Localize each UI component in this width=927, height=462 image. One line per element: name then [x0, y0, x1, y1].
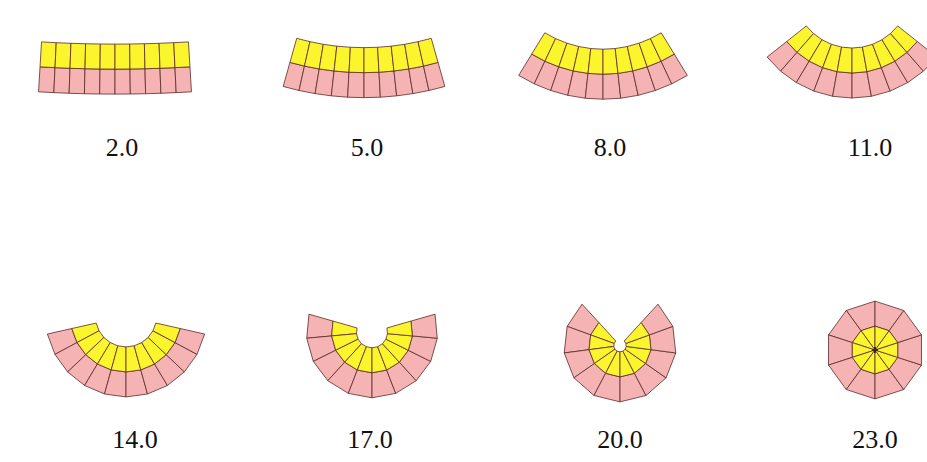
- apical-cell: [115, 44, 130, 69]
- time-label: 23.0: [852, 427, 898, 453]
- cell-sheet: [519, 33, 688, 99]
- apical-cell: [40, 42, 56, 68]
- apical-cell: [418, 38, 438, 66]
- basal-cell: [175, 67, 191, 93]
- apical-cell: [387, 321, 412, 336]
- apical-cell: [357, 347, 372, 373]
- basal-cell: [84, 69, 100, 94]
- apical-cell: [861, 351, 875, 374]
- apical-cell: [130, 44, 145, 69]
- apical-cell: [159, 43, 175, 69]
- time-label: 2.0: [106, 135, 139, 161]
- time-label: 17.0: [347, 427, 393, 453]
- cell-sheet: [564, 304, 676, 402]
- basal-cell: [833, 72, 852, 98]
- time-label: 20.0: [597, 427, 643, 453]
- apical-cell: [111, 346, 126, 372]
- basal-cell: [115, 69, 130, 94]
- basal-cell: [846, 369, 875, 399]
- basal-cell: [100, 69, 115, 94]
- basal-cell: [646, 350, 676, 378]
- basal-cell: [564, 326, 590, 353]
- basal-cell: [585, 73, 603, 99]
- apical-cell: [349, 47, 364, 72]
- apical-cell: [837, 47, 852, 73]
- basal-cell: [307, 314, 333, 338]
- time-label: 8.0: [594, 135, 627, 161]
- basal-cell: [424, 62, 445, 90]
- apical-cell: [144, 43, 160, 68]
- apical-cell: [70, 43, 86, 68]
- basal-cell: [105, 370, 126, 397]
- time-label: 5.0: [351, 135, 384, 161]
- apical-cell: [650, 33, 674, 61]
- apical-cell: [386, 334, 412, 351]
- apical-cell: [364, 47, 379, 72]
- apical-cell: [890, 26, 917, 52]
- cell-sheet: [829, 301, 922, 399]
- basal-cell: [130, 69, 146, 94]
- apical-cell: [875, 326, 889, 349]
- cell-sheet: [283, 38, 445, 97]
- cell-sheet: [39, 42, 192, 94]
- cell-sheet: [47, 323, 204, 397]
- basal-cell: [315, 69, 334, 96]
- basal-cell: [408, 336, 437, 361]
- time-label: 14.0: [112, 427, 158, 453]
- cell-sheet: [767, 26, 927, 98]
- basal-cell: [160, 68, 176, 94]
- time-label: 11.0: [848, 135, 893, 161]
- apical-cell: [606, 351, 620, 377]
- apical-cell: [100, 44, 115, 69]
- basal-cell: [568, 71, 588, 98]
- centre-mark: [872, 347, 878, 353]
- apical-cell: [624, 323, 649, 344]
- basal-cell: [875, 301, 904, 331]
- basal-cell: [54, 68, 70, 94]
- basal-cell: [411, 314, 437, 338]
- apical-cell: [174, 42, 190, 68]
- basal-cell: [594, 373, 620, 402]
- basal-cell: [145, 68, 161, 93]
- basal-cell: [175, 329, 205, 355]
- apical-cell: [588, 49, 603, 75]
- basal-cell: [331, 71, 349, 97]
- basal-cell: [39, 67, 55, 93]
- basal-cell: [348, 370, 372, 398]
- apical-cell: [85, 44, 100, 69]
- apical-cell: [55, 43, 71, 69]
- cell-sheet: [307, 314, 438, 398]
- basal-cell: [364, 72, 380, 97]
- basal-cell: [348, 72, 364, 97]
- basal-cell: [69, 68, 85, 93]
- apical-cell: [334, 46, 350, 72]
- apical-cell: [153, 323, 180, 342]
